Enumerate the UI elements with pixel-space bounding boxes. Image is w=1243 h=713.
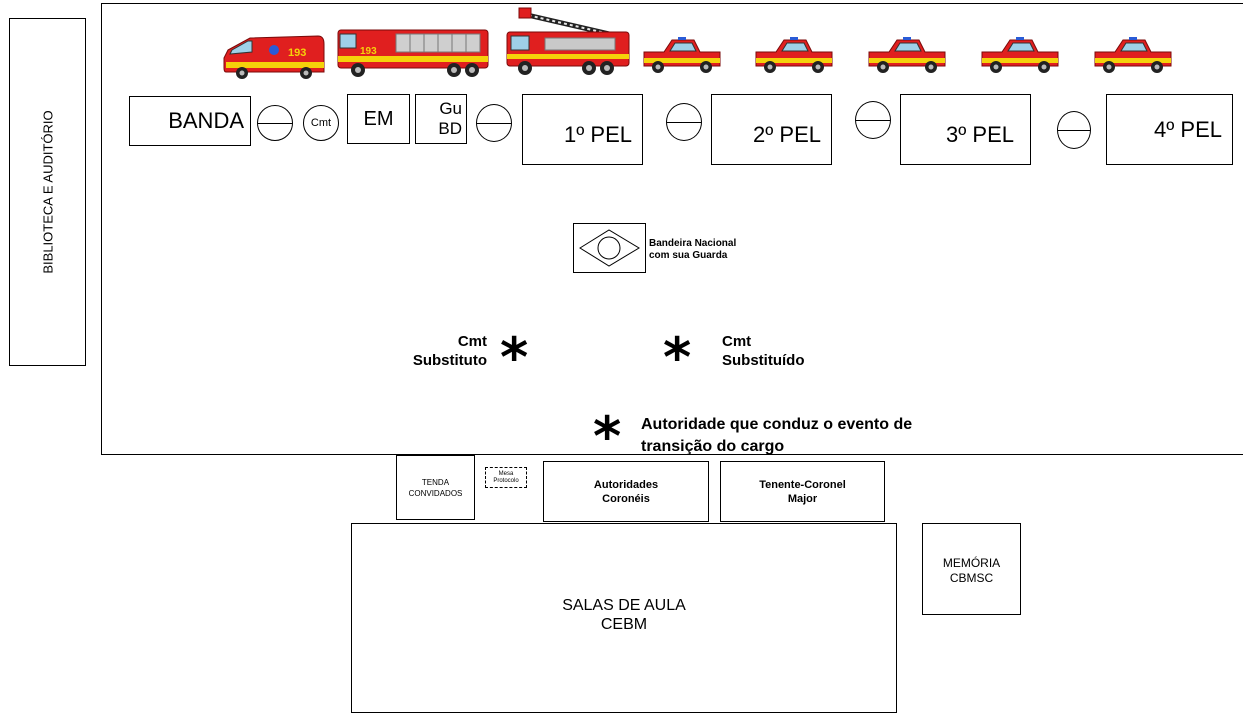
autoridade-marker-icon: *	[593, 405, 622, 468]
pel-2-label: 2º PEL	[753, 122, 821, 147]
tenente-coronel-major-label: Tenente-Coronel Major	[759, 478, 846, 505]
biblioteca-auditorio-building: BIBLIOTECA E AUDITÓRIO	[9, 18, 86, 366]
autoridade-label: Autoridade que conduz o evento de transi…	[641, 416, 913, 455]
cmt-label: Cmt	[310, 117, 332, 129]
pel-4-label: 4º PEL	[1154, 117, 1222, 142]
tenda-convidados-box: TENDA CONVIDADOS	[396, 455, 475, 520]
em-box: EM	[347, 94, 410, 144]
salas-de-aula-label: SALAS DE AULA CEBM	[562, 597, 686, 633]
flag-label: Bandeira Nacional com sua Guarda	[649, 238, 737, 261]
autoridades-coroneis-box: Autoridades Coronéis	[543, 461, 709, 522]
fire-truck-icon: 193	[337, 29, 489, 77]
memoria-cbmsc-building: MEMÓRIA CBMSC	[922, 523, 1021, 615]
fire-truck-number: 193	[360, 46, 377, 57]
gu-bd-label: Gu BD	[438, 99, 462, 138]
pickup-truck-icon	[868, 37, 946, 73]
guidon-circle-icon	[1057, 111, 1091, 149]
cmt-substituto-label: Cmt Substituto	[412, 333, 487, 369]
em-label: EM	[363, 107, 394, 130]
pickup-truck-icon	[1094, 37, 1172, 73]
biblioteca-auditorio-label: BIBLIOTECA E AUDITÓRIO	[40, 110, 55, 274]
salas-de-aula-building: SALAS DE AULA CEBM	[351, 523, 897, 713]
tenda-convidados-label: TENDA CONVIDADOS	[408, 477, 463, 498]
national-flag-box	[573, 223, 646, 273]
banda-label: BANDA	[168, 108, 244, 133]
pickup-truck-icon	[755, 37, 833, 73]
ladder-truck-icon	[506, 7, 630, 75]
autoridades-coroneis-label: Autoridades Coronéis	[593, 478, 659, 505]
parade-ground	[101, 3, 1243, 455]
pickup-truck-icon	[981, 37, 1059, 73]
pel-4-box: 4º PEL	[1106, 94, 1233, 165]
cmt-circle: Cmt	[303, 105, 339, 141]
gu-bd-box: Gu BD	[415, 94, 467, 144]
ambulance-number: 193	[288, 47, 306, 59]
flag-diamond-icon	[579, 229, 640, 267]
memoria-cbmsc-label: MEMÓRIA CBMSC	[942, 556, 1001, 585]
cmt-substituido-label: Cmt Substituído	[722, 333, 805, 369]
pickup-truck-icon	[643, 37, 721, 73]
cmt-substituido-marker-icon: *	[663, 326, 692, 389]
mesa-protocolo-label: Mesa Protocolo	[493, 470, 519, 484]
pel-1-label: 1º PEL	[564, 122, 632, 147]
pel-3-label: 3º PEL	[946, 122, 1014, 147]
guidon-circle-icon	[666, 103, 702, 141]
tenente-coronel-major-box: Tenente-Coronel Major	[720, 461, 885, 522]
pel-1-box: 1º PEL	[522, 94, 643, 165]
pel-2-box: 2º PEL	[711, 94, 832, 165]
pel-3-box: 3º PEL	[900, 94, 1031, 165]
guidon-circle-icon	[257, 105, 293, 141]
mesa-protocolo-box: Mesa Protocolo	[485, 467, 527, 488]
guidon-circle-icon	[476, 104, 512, 142]
banda-box: BANDA	[129, 96, 251, 146]
guidon-circle-icon	[855, 101, 891, 139]
cmt-substituto-marker-icon: *	[500, 326, 529, 389]
ambulance-icon: 193	[223, 35, 325, 79]
